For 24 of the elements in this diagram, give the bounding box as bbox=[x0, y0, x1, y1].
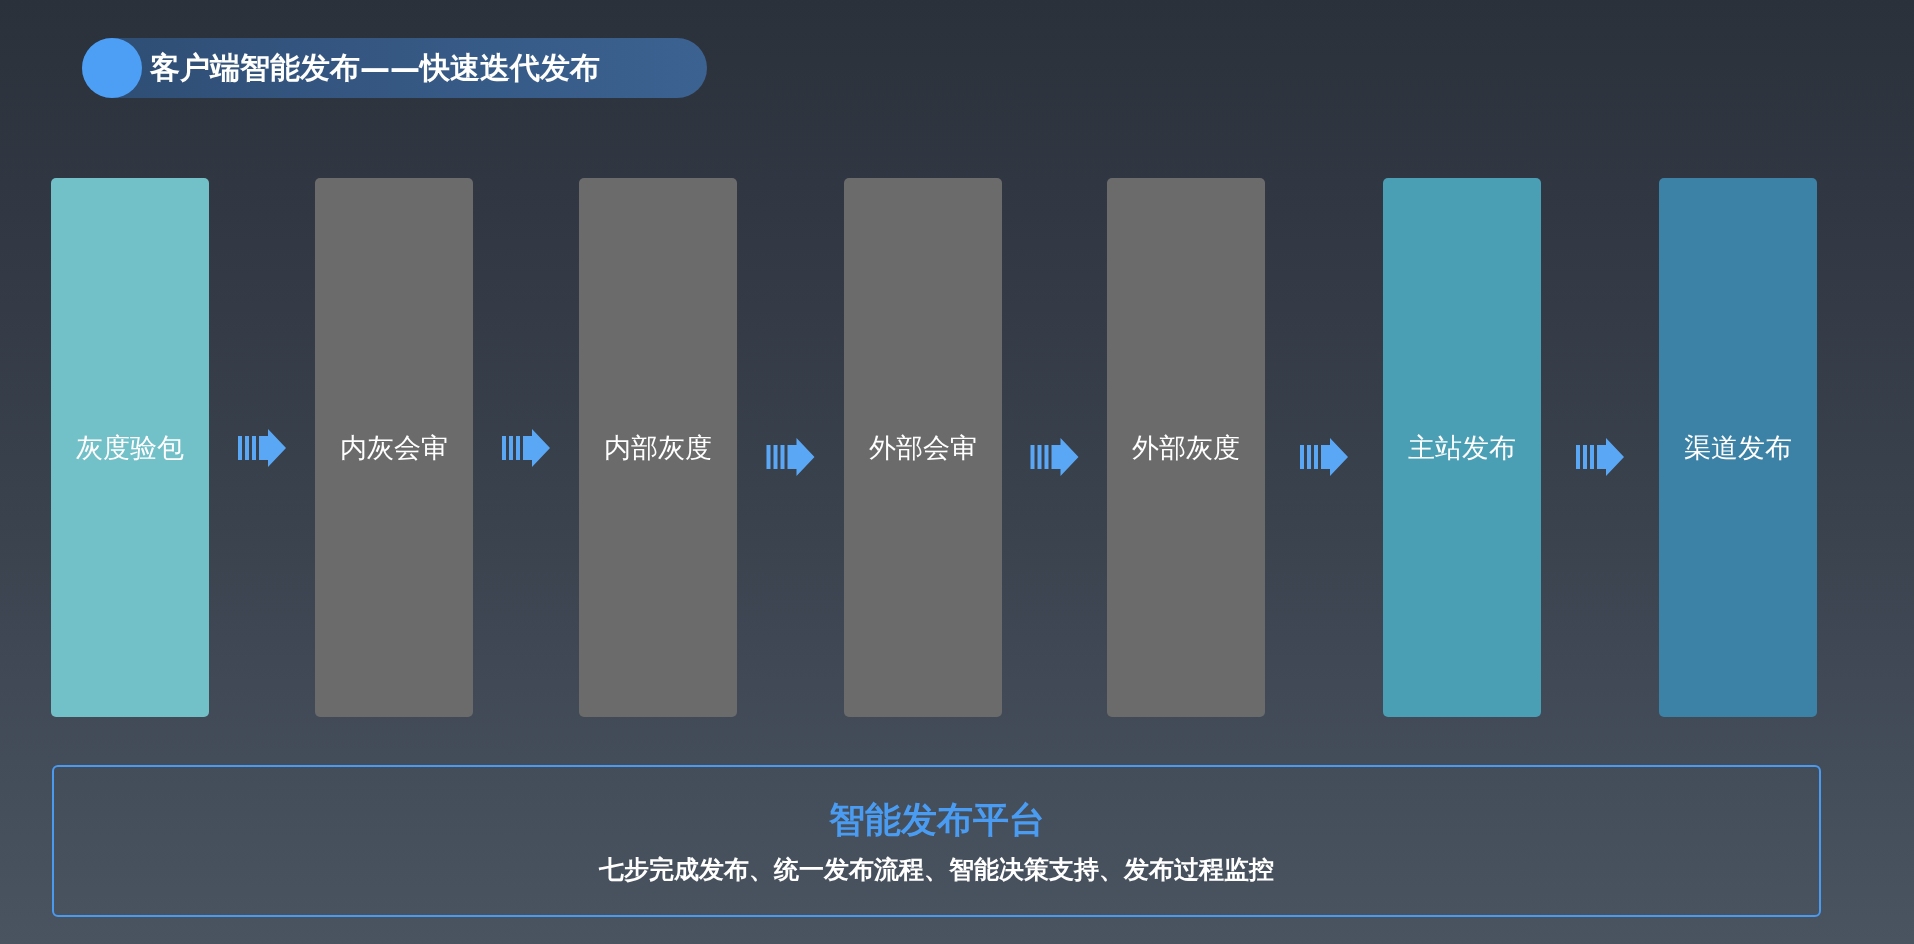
step-box bbox=[1659, 178, 1817, 717]
step-box bbox=[844, 178, 1002, 717]
step-label: 灰度验包 bbox=[76, 431, 184, 465]
step-label: 内灰会审 bbox=[340, 431, 448, 465]
title: 客户端智能发布——快速迭代发布 bbox=[150, 48, 600, 87]
flow-arrow bbox=[766, 438, 815, 476]
step-box bbox=[1383, 178, 1541, 717]
platform-description: 七步完成发布、统一发布流程、智能决策支持、发布过程监控 bbox=[599, 854, 1274, 886]
step-label: 渠道发布 bbox=[1684, 431, 1792, 465]
flow-arrow bbox=[1030, 438, 1079, 476]
step-label: 内部灰度 bbox=[604, 431, 712, 465]
platform-title: 智能发布平台 bbox=[828, 798, 1045, 842]
platform-box bbox=[52, 765, 1821, 917]
flow-arrow bbox=[238, 429, 286, 467]
flow-arrow bbox=[502, 429, 550, 467]
step-label: 主站发布 bbox=[1408, 431, 1516, 465]
step-label: 外部会审 bbox=[869, 431, 977, 465]
flow-arrow bbox=[1300, 438, 1348, 476]
step-box bbox=[1107, 178, 1265, 717]
step-box bbox=[51, 178, 209, 717]
step-box bbox=[315, 178, 473, 717]
step-label: 外部灰度 bbox=[1132, 431, 1240, 465]
step-box bbox=[579, 178, 737, 717]
flow-arrow bbox=[1576, 438, 1624, 476]
